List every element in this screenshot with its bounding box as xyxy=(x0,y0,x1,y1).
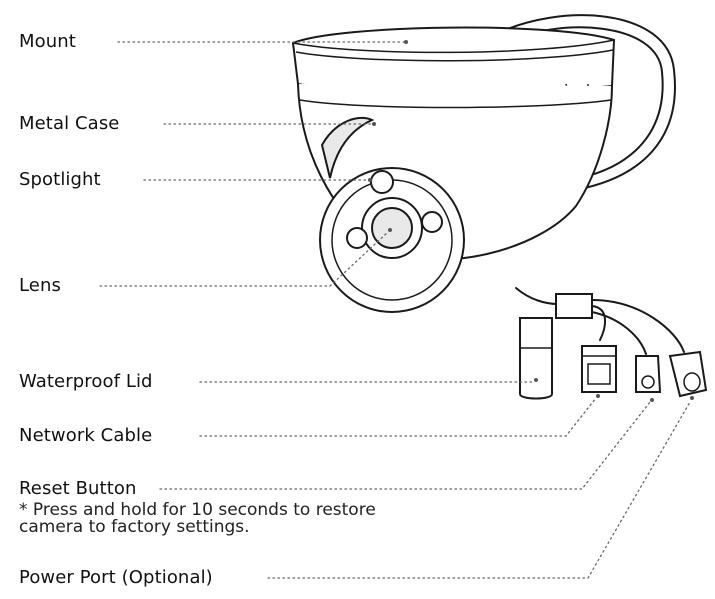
cable-main xyxy=(515,287,559,305)
reset-button-hole xyxy=(641,375,655,389)
network-port xyxy=(587,363,611,385)
reset-button-note: * Press and hold for 10 seconds to resto… xyxy=(19,502,376,536)
metal-case-seam xyxy=(299,99,612,109)
reset-note-line-2: camera to factory settings. xyxy=(19,517,250,537)
spotlight-right xyxy=(421,211,443,233)
spotlight-left xyxy=(346,227,368,249)
cable-loop xyxy=(493,14,676,191)
cable-to-reset xyxy=(591,311,647,355)
leader-lens xyxy=(99,231,389,287)
spotlight-top xyxy=(370,170,394,194)
waterproof-lid-shape xyxy=(519,317,553,400)
cable-loop-inner xyxy=(501,26,664,179)
power-port-hole xyxy=(683,372,701,392)
label-network-cable: Network Cable xyxy=(19,425,153,446)
cable-to-power xyxy=(591,299,685,353)
mount-shape xyxy=(291,26,616,92)
label-mount: Mount xyxy=(19,31,76,52)
mount-top-rim-2 xyxy=(295,49,614,62)
reset-note-line-1: * Press and hold for 10 seconds to resto… xyxy=(19,500,376,520)
leader-network-cable xyxy=(199,397,597,437)
lens-ball-shadow xyxy=(320,116,375,179)
label-metal-case: Metal Case xyxy=(19,113,120,134)
cable-to-network xyxy=(591,305,606,341)
mount-top-rim xyxy=(292,39,615,54)
label-reset-button: Reset Button xyxy=(19,478,137,499)
cable-junction xyxy=(555,293,593,319)
waterproof-lid-dot xyxy=(534,378,538,382)
label-power-port: Power Port (Optional) xyxy=(19,567,213,588)
label-spotlight: Spotlight xyxy=(19,169,101,190)
leader-reset-button xyxy=(159,401,651,490)
network-connector-shape xyxy=(581,345,617,393)
leader-power-port xyxy=(267,401,691,579)
label-lens: Lens xyxy=(19,275,61,296)
reset-connector-shape xyxy=(635,355,662,393)
label-waterproof-lid: Waterproof Lid xyxy=(19,371,153,392)
